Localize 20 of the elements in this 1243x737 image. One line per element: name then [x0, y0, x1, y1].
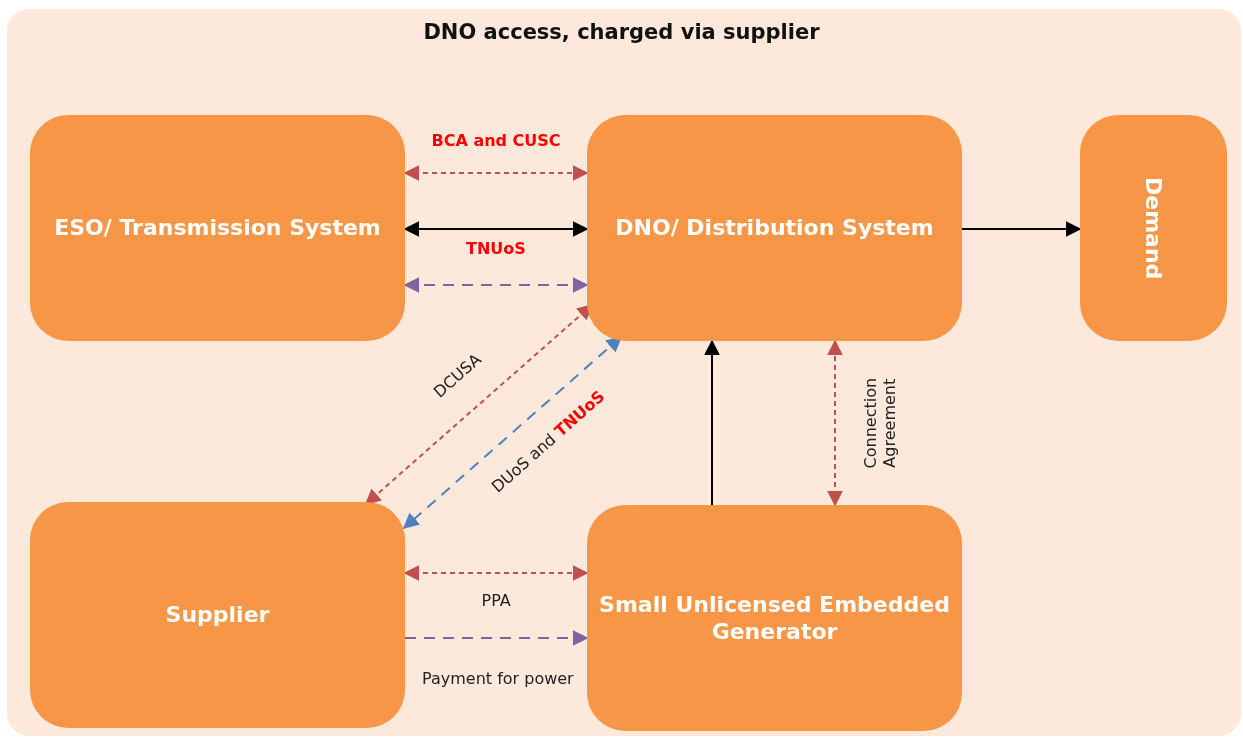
- process-box: [30, 502, 405, 728]
- box-label: DNO/ Distribution System: [615, 214, 934, 242]
- process-box: [30, 115, 405, 341]
- box-label: ESO/ Transmission System: [54, 214, 381, 242]
- arrow: [827, 339, 843, 507]
- box-label: Demand: [1140, 176, 1168, 280]
- process-box: [1080, 115, 1227, 341]
- arrow: [403, 221, 589, 237]
- box-label: Small Unlicensed Embedded Generator: [598, 590, 951, 646]
- diagram-title: DNO access, charged via supplier: [422, 20, 821, 44]
- arrow: [403, 565, 589, 581]
- process-box: [587, 115, 962, 341]
- process-box: [587, 505, 962, 731]
- arrow: [704, 339, 720, 506]
- arrow: [403, 165, 589, 181]
- arrow: [961, 221, 1082, 237]
- arrow: [404, 630, 589, 646]
- box-label: Supplier: [165, 601, 270, 629]
- arrow: [403, 277, 589, 293]
- edge-label: Connection Agreement: [860, 376, 900, 471]
